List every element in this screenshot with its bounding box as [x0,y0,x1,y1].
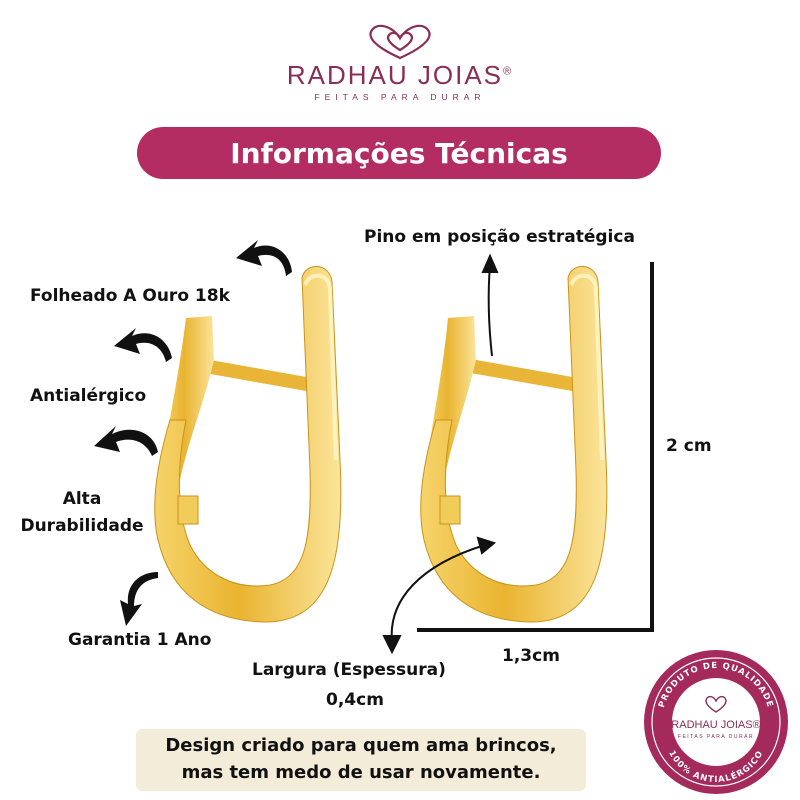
feature-durability-line1: Alta [62,489,102,509]
spec-thickness-label: Largura (Espessura) [252,660,446,680]
feature-durability-line2: Durabilidade [20,516,144,536]
title-banner: Informações Técnicas [137,127,661,179]
curved-arrow-icon [120,572,158,626]
footer-message-box [136,729,586,791]
seal-heart-icon [705,695,727,713]
seal-brand: RADHAU JOIAS® [671,719,760,731]
feature-warranty: Garantia 1 Ano [68,630,212,650]
brand-tagline: FEITAS PARA DURAR [314,92,486,102]
spec-pin: Pino em posição estratégica [364,227,635,247]
spec-height: 2 cm [666,436,712,456]
curved-arrow-icon [94,426,158,456]
pin-arrow-icon [481,253,499,357]
spec-thickness-value: 0,4cm [326,690,384,710]
footer-line-1: Design criado para quem ama brincos, [165,735,557,756]
spec-width: 1,3cm [502,646,560,666]
feature-arrows [94,240,292,626]
right-earring [420,266,608,623]
feature-gold-plated: Folheado A Ouro 18k [30,286,230,306]
page-title: Informações Técnicas [230,136,568,170]
feature-hypoallergenic: Antialérgico [30,386,147,406]
brand-name: RADHAU JOIAS® [286,60,514,90]
thickness-arrow-icon [382,536,497,655]
dimension-lines [417,262,654,632]
curved-arrow-icon [236,240,292,276]
left-earring [154,266,342,623]
seal-tagline: FEITAS PARA DURAR [678,734,754,740]
footer-line-2: mas tem medo de usar novamente. [181,762,541,783]
curved-arrow-icon [114,328,172,362]
